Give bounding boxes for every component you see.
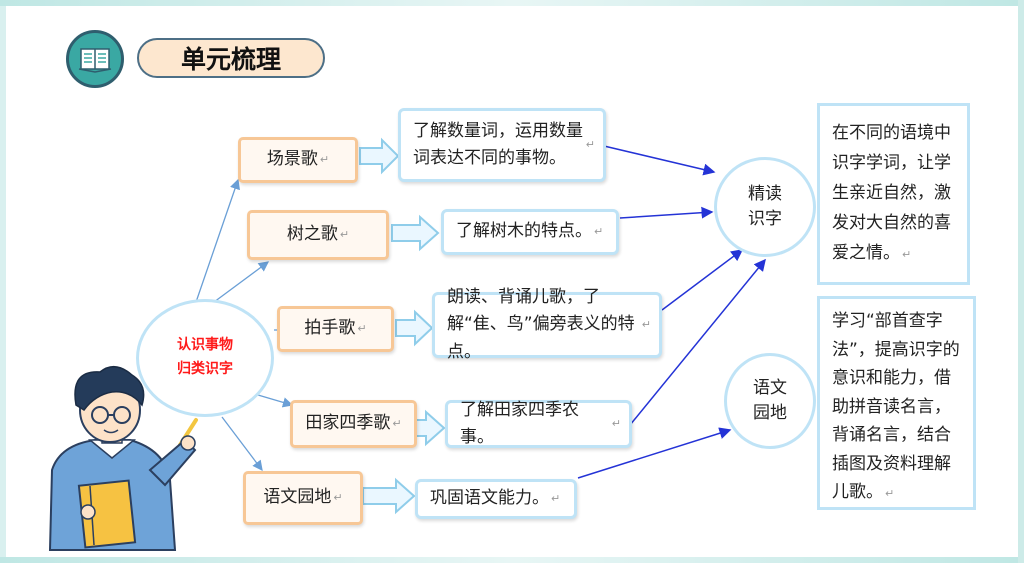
goal-text: 在不同的语境中识字学词，让学生亲近自然，激发对大自然的喜爱之情。 (832, 123, 951, 263)
lesson-label: 田家四季歌 (305, 413, 391, 434)
lesson-box-5: 语文园地↵ (243, 471, 363, 525)
lesson-desc-1: 了解数量词，运用数量词表达不同的事物。↵ (398, 108, 606, 182)
goal-text-2: 学习“部首查字法”，提高识字的意识和能力，借助拼音读名言，背诵名言，结合插图及资… (817, 296, 976, 510)
center-topic: 认识事物 归类识字 (136, 299, 274, 417)
lesson-desc-text: 巩固语文能力。 (430, 488, 549, 509)
lesson-desc-2: 了解树木的特点。↵ (441, 209, 619, 255)
goal-circle-1: 精读识字 (714, 157, 816, 257)
book-icon (66, 30, 124, 88)
lesson-label: 场景歌 (266, 149, 318, 170)
lesson-desc-text: 朗读、背诵儿歌，了解“隹、鸟”偏旁表义的特点。 (447, 287, 635, 362)
top-border (0, 0, 1024, 6)
right-border (1018, 0, 1024, 563)
lesson-label: 语文园地 (263, 487, 332, 508)
lesson-desc-text: 了解田家四季农事。 (460, 399, 579, 447)
lesson-desc-4: 了解田家四季农事。↵ (445, 400, 632, 448)
center-topic-line-2: 归类识字 (177, 361, 233, 377)
page-title: 单元梳理 (137, 38, 325, 78)
lesson-box-2: 树之歌↵ (247, 210, 389, 260)
goal-text-1: 在不同的语境中识字学词，让学生亲近自然，激发对大自然的喜爱之情。↵ (817, 103, 970, 285)
goal-circle-label: 精读识字 (748, 183, 782, 230)
lesson-label: 拍手歌 (304, 318, 356, 339)
lesson-label: 树之歌 (286, 224, 338, 245)
lesson-desc-5: 巩固语文能力。↵ (415, 479, 577, 519)
goal-circle-2: 语文园地 (724, 353, 816, 449)
bottom-border (0, 557, 1024, 563)
lesson-desc-3: 朗读、背诵儿歌，了解“隹、鸟”偏旁表义的特点。↵ (432, 287, 662, 362)
goal-text: 学习“部首查字法”，提高识字的意识和能力，借助拼音读名言，背诵名言，结合插图及资… (832, 311, 960, 502)
lesson-box-3: 拍手歌↵ (277, 306, 394, 352)
lesson-box-4: 田家四季歌↵ (290, 400, 417, 448)
lesson-desc-text: 了解数量词，运用数量词表达不同的事物。 (413, 120, 583, 168)
goal-circle-label: 语文园地 (753, 377, 787, 424)
lesson-desc-text: 了解树木的特点。 (456, 221, 592, 242)
center-topic-line-1: 认识事物 (177, 337, 233, 354)
lesson-box-1: 场景歌↵ (238, 137, 358, 183)
